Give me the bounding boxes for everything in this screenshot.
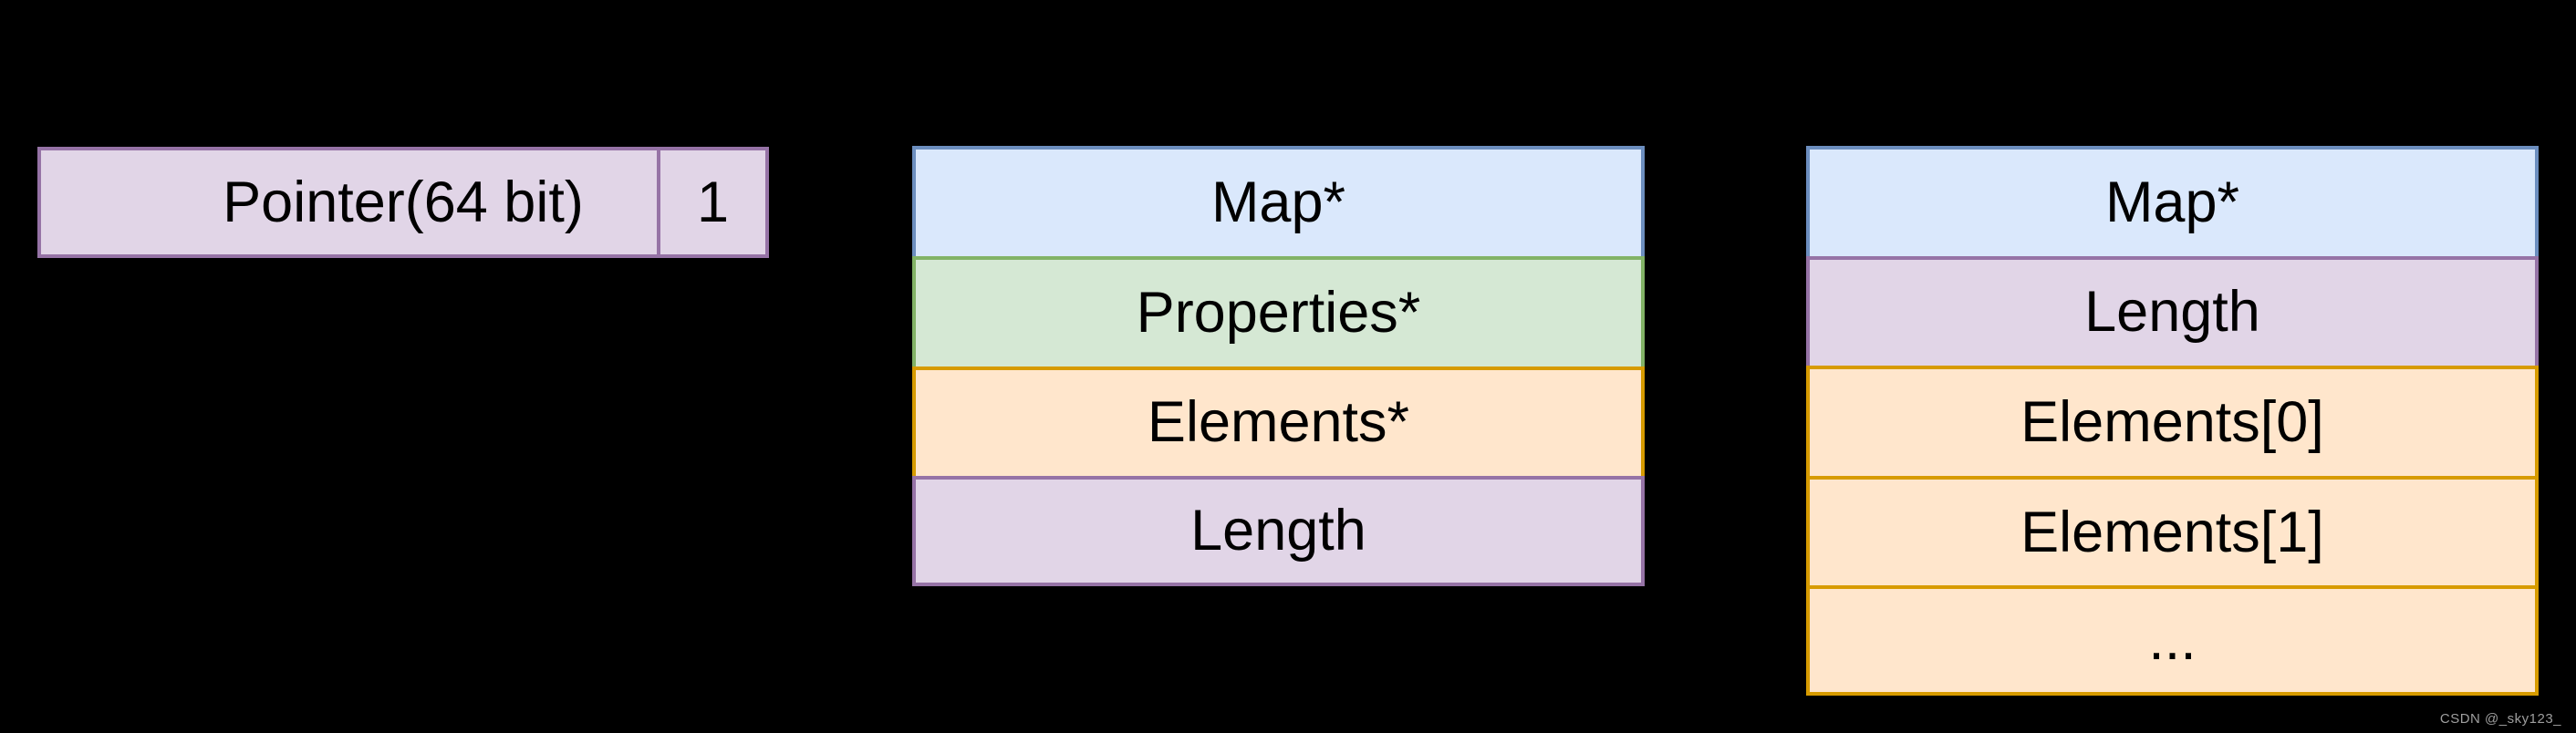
jsarray-struct-box: Map* Properties* Elements* Length: [912, 146, 1645, 586]
pointer-label: Pointer(64 bit): [223, 170, 584, 234]
pointer-box: Pointer(64 bit) 1: [37, 147, 769, 258]
row-length: Length: [912, 476, 1645, 586]
csdn-watermark: CSDN @_sky123_: [2439, 711, 2561, 727]
row-elements-0: Elements[0]: [1806, 366, 2539, 476]
row-elements-ptr: Elements*: [912, 366, 1645, 477]
row-length: Length: [1806, 255, 2539, 366]
elements-struct-box: Map* Length Elements[0] Elements[1] ...: [1806, 146, 2539, 696]
row-map: Map*: [912, 146, 1645, 256]
row-elements-more: ...: [1806, 585, 2539, 696]
row-properties: Properties*: [912, 255, 1645, 366]
row-map: Map*: [1806, 146, 2539, 256]
pointer-tag-cell: 1: [657, 150, 765, 254]
row-elements-1: Elements[1]: [1806, 475, 2539, 586]
